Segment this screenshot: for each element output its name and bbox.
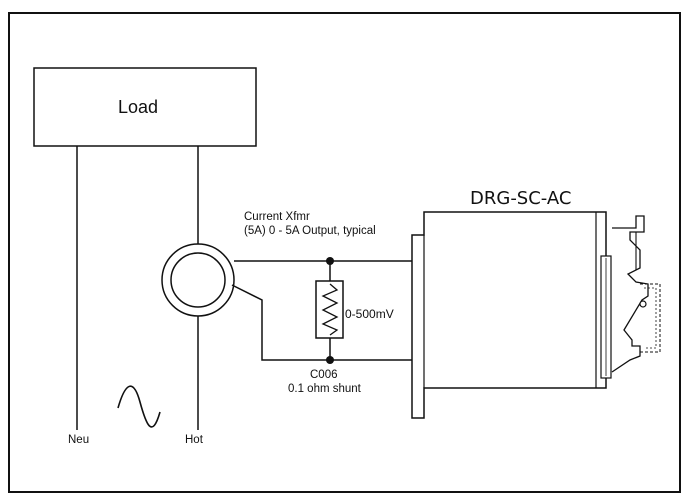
- resistor-voltage-label: 0-500mV: [345, 307, 394, 321]
- din-clip-outline: [611, 215, 649, 373]
- shunt-desc-label: 0.1 ohm shunt: [288, 383, 361, 395]
- load-box: [33, 67, 257, 147]
- current-transformer-inner: [170, 252, 226, 308]
- hot-label: Hot: [185, 434, 203, 446]
- diagram-frame: [8, 12, 681, 493]
- din-rail-dashed: [640, 283, 661, 353]
- shunt-resistor-box: [315, 280, 344, 339]
- ac-sine-icon: [117, 385, 161, 428]
- drg-module-body: [411, 211, 607, 419]
- din-clip-pin: [639, 300, 647, 308]
- shunt-part-label: C006: [310, 369, 338, 381]
- device-label: DRG-SC-AC: [470, 188, 572, 209]
- junction-top: [326, 257, 334, 265]
- neutral-label: Neu: [68, 434, 90, 446]
- ct-lead-bottom: [231, 284, 412, 361]
- din-rail-dashed-inner: [644, 287, 657, 349]
- load-label: Load: [118, 97, 159, 117]
- resistor-zigzag-icon: [321, 283, 339, 336]
- transformer-label-line1: Current Xfmr: [244, 211, 310, 223]
- transformer-label-line2: (5A) 0 - 5A Output, typical: [244, 225, 376, 237]
- junction-bottom: [326, 356, 334, 364]
